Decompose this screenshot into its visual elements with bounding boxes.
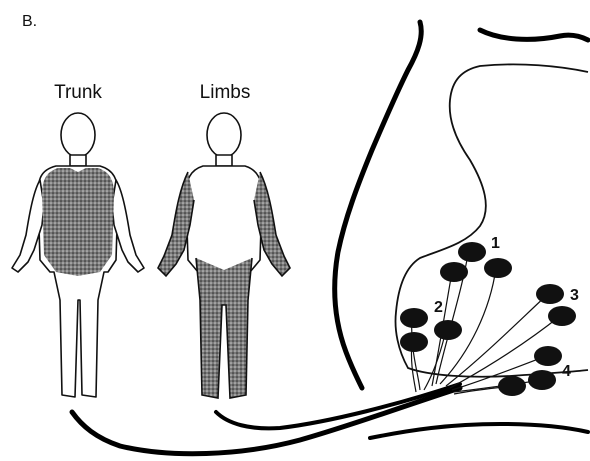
limbs-shaded-legs [196,258,252,398]
nucleus-group-label-1: 1 [491,235,500,252]
trunk-shaded-region [42,168,114,276]
body-figure-limbs [158,113,290,398]
nucleus-group-label-3: 3 [570,287,579,304]
nucleus-group-2 [400,308,462,352]
body-figure-trunk [12,113,144,397]
nucleus-group-1 [440,242,512,282]
figure-title-limbs: Limbs [200,82,251,103]
figure-title-trunk: Trunk [54,82,102,103]
nucleus-group-label-2: 2 [434,299,443,316]
panel-label: B. [22,13,37,30]
nucleus-group-label-4: 4 [562,363,571,380]
